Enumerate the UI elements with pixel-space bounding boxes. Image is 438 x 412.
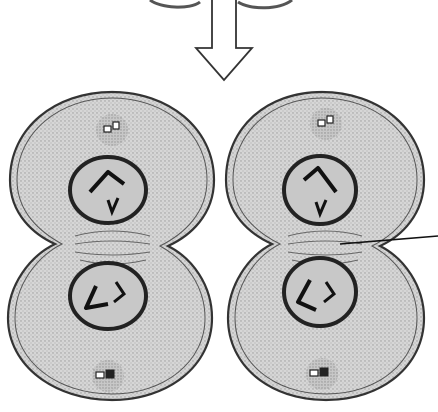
down-arrow-icon — [196, 0, 252, 80]
right-cell — [226, 92, 424, 400]
right-centrosome-bottom — [306, 358, 338, 390]
left-nucleus-bottom — [70, 263, 146, 329]
left-centrosome-bottom — [92, 360, 124, 392]
right-nucleus-top — [284, 156, 356, 224]
right-nucleus-bottom — [284, 258, 356, 326]
right-centrosome-top — [310, 108, 342, 140]
left-centrosome-top — [96, 114, 128, 146]
left-nucleus-top — [70, 157, 146, 223]
left-cell — [8, 92, 214, 400]
